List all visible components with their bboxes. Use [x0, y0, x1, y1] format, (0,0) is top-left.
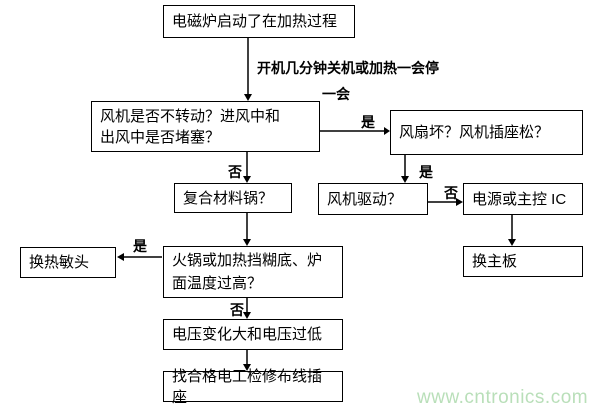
node-fan-drive-question: 风机驱动？ [318, 183, 428, 215]
edge-label-trigger-line1: 开机几分钟关机或加热一会停 [257, 60, 439, 76]
edge-label-yes-fan-broken: 是 [361, 114, 375, 130]
edge-label-trigger-line2: 一会 [322, 86, 350, 102]
edge-label-no-voltage: 否 [230, 302, 244, 318]
node-composite-pot-question: 复合材料锅？ [174, 183, 292, 213]
arrow-fan-stuck-to-fan-broken [320, 127, 390, 135]
arrow-overheat-to-voltage [243, 298, 251, 319]
node-fan-stuck-question: 风机是否不转动？进风中和 出风中是否堵塞？ [91, 101, 320, 152]
arrow-fan-stuck-to-composite-pot [243, 152, 251, 183]
arrow-start-to-fan-stuck [244, 38, 252, 101]
node-replace-thermistor: 换热敏头 [20, 247, 116, 278]
node-replace-mainboard: 换主板 [463, 246, 583, 277]
node-fan-broken-question: 风扇坏？风机插座松？ [390, 110, 583, 155]
arrow-voltage-to-electrician [243, 350, 251, 371]
arrow-fan-drive-to-power-ic [428, 198, 463, 206]
arrow-overheat-to-thermistor [117, 253, 162, 261]
arrow-composite-pot-to-overheat [243, 213, 251, 246]
node-overheat-question: 火锅或加热挡糊底、炉 面温度过高？ [163, 246, 343, 298]
node-call-electrician: 找合格电工检修布线插座 [163, 368, 343, 406]
node-start: 电磁炉启动了在加热过程 [163, 5, 355, 38]
edge-label-no-power-ic: 否 [444, 185, 458, 201]
arrow-fan-broken-to-fan-drive [401, 155, 409, 183]
node-voltage-problem: 电压变化大和电压过低 [163, 319, 343, 350]
node-power-or-main-ic: 电源或主控 IC [463, 183, 583, 215]
edge-label-yes-thermistor: 是 [133, 238, 147, 254]
edge-label-yes-fan-drive: 是 [419, 164, 433, 180]
watermark-cntronics: www.cntronics.com [417, 387, 589, 408]
arrow-power-ic-to-replace-board [508, 215, 516, 246]
edge-label-no-composite-pot: 否 [228, 164, 242, 180]
